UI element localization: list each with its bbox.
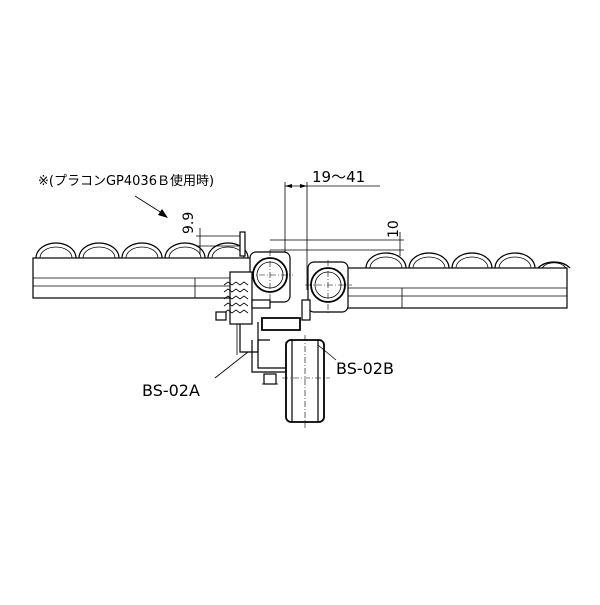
dimension-left — [196, 228, 244, 255]
label-bs02b: BS-02B — [336, 359, 394, 378]
label-bs02a: BS-02A — [142, 381, 200, 400]
dimension-right-label: 10 — [386, 220, 402, 238]
bracket-bs02a — [215, 271, 271, 355]
left-conveyor — [32, 242, 256, 299]
left-post — [239, 231, 246, 257]
dimension-left-label: 9.9 — [181, 212, 197, 234]
note-arrow — [134, 195, 168, 218]
leader-bs02a — [214, 351, 249, 379]
right-roller — [305, 260, 352, 314]
dimension-range-label: 19～41 — [312, 168, 365, 186]
right-conveyor — [344, 252, 571, 309]
leader-bs02b — [317, 344, 337, 361]
bracket-bs02b — [251, 299, 330, 428]
dimension-right — [270, 232, 404, 256]
left-roller — [248, 250, 293, 303]
usage-note: ※(プラコンGP4036Ｂ使用時) — [38, 173, 214, 189]
